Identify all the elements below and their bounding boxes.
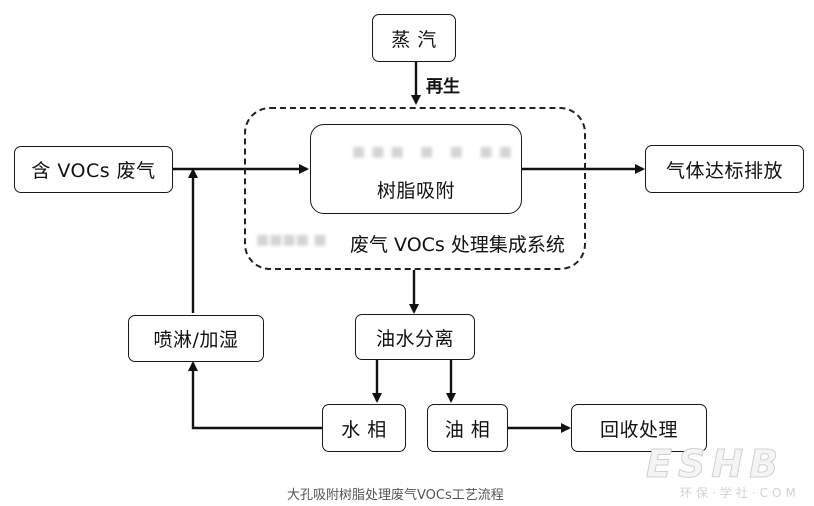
integrated-system-boundary xyxy=(244,107,586,270)
node-inlet-gas-label: 含 VOCs 废气 xyxy=(31,160,156,182)
node-water-phase-label: 水 相 xyxy=(341,418,387,441)
node-oil-phase: 油 相 xyxy=(427,404,508,452)
node-water-phase: 水 相 xyxy=(322,404,406,452)
node-discharge-label: 气体达标排放 xyxy=(665,159,783,182)
blurred-overlay-text: ■■■ ■ ■ ■■ xyxy=(352,144,518,160)
node-resin-adsorption-label: 树脂吸附 xyxy=(376,180,455,202)
node-resin-adsorption: 树脂吸附 xyxy=(310,124,522,214)
arrow-water-to-spray xyxy=(188,361,322,430)
node-recovery-label: 回收处理 xyxy=(599,418,678,441)
node-inlet-gas: 含 VOCs 废气 xyxy=(14,146,173,193)
node-spray-humidify: 喷淋/加湿 xyxy=(128,315,264,362)
label-integrated-system: 废气 VOCs 处理集成系统 xyxy=(350,234,565,256)
node-oil-water-separation-label: 油水分离 xyxy=(375,327,454,350)
figure-caption: 大孔吸附树脂处理废气VOCs工艺流程 xyxy=(287,488,504,503)
node-oil-phase-label: 油 相 xyxy=(444,418,491,441)
node-spray-humidify-label: 喷淋/加湿 xyxy=(153,329,239,351)
node-steam-label: 蒸 汽 xyxy=(391,28,437,51)
blurred-overlay-text-2: ■■■■ ■ xyxy=(256,232,327,248)
label-regeneration: 再生 xyxy=(426,77,460,97)
watermark-site: 环保·学社·COM xyxy=(680,486,800,500)
watermark-logo: ESHB xyxy=(645,442,785,487)
node-discharge: 气体达标排放 xyxy=(645,145,804,193)
node-oil-water-separation: 油水分离 xyxy=(355,314,475,360)
node-steam: 蒸 汽 xyxy=(372,14,456,62)
node-recovery: 回收处理 xyxy=(571,404,707,452)
